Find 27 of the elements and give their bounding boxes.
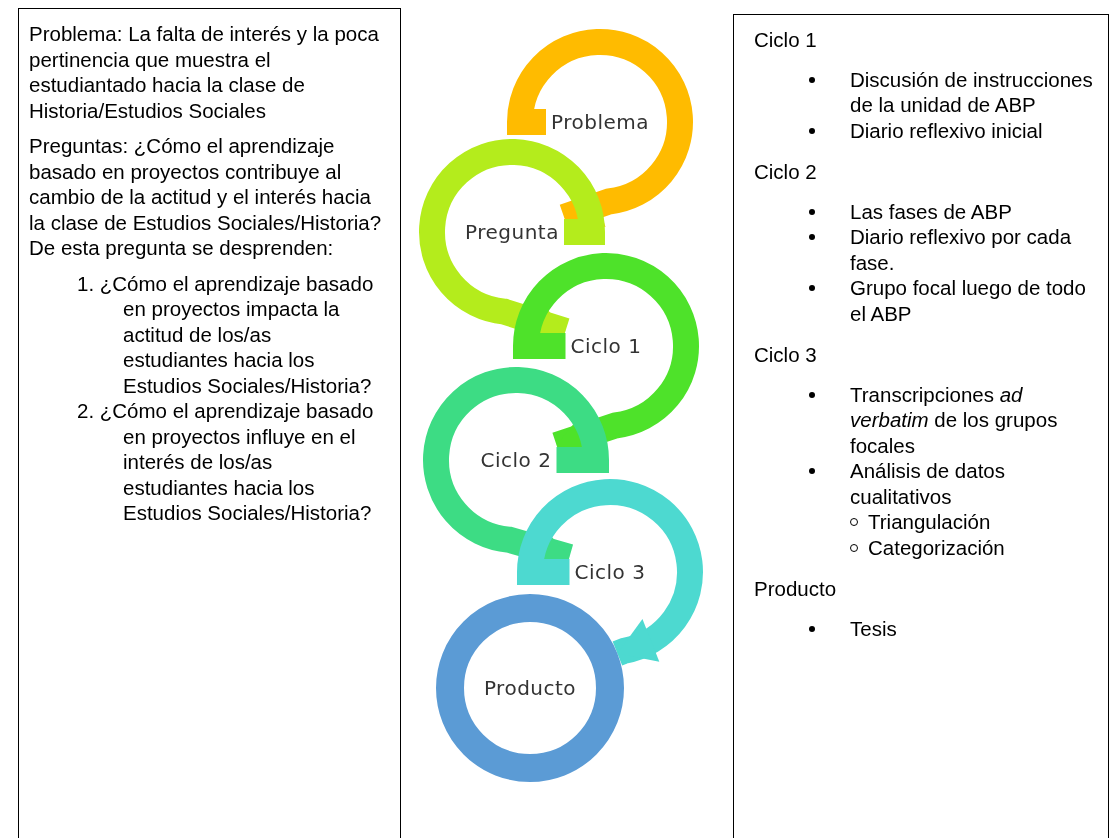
numbered-item: 2. ¿Cómo el aprendizaje basado en proyectos influye en el interés de los/as estudiantes hacia los Estudios Sociales/Historia? <box>76 398 375 526</box>
section-heading: Ciclo 2 <box>754 159 818 185</box>
list-item: Diario reflexivo inicial <box>850 117 1043 143</box>
numbered-item: 1. ¿Cómo el aprendizaje basado en proyectos impacta la actitud de los/as estudiantes hacia los Estudios Sociales/Historia? <box>76 270 375 398</box>
list-item: Triangulación <box>868 509 991 535</box>
stage-label: Ciclo 1 <box>565 331 647 361</box>
list-item: Tesis <box>850 615 897 641</box>
stage-label: Ciclo 2 <box>475 445 557 475</box>
paragraph: Preguntas: ¿Cómo el aprendizaje basado en proyectos contribuye al cambio de la actitud y el interés hacia la clase de Estudios Sociales/Historia? De esta pregunta se desprenden: <box>29 133 383 261</box>
stage-label: Problema <box>546 107 654 137</box>
list-item: Categorización <box>868 534 1005 560</box>
section-heading: Producto <box>754 576 838 602</box>
list-item: Discusión de instrucciones de la unidad de ABP <box>850 66 1094 118</box>
section-heading: Ciclo 1 <box>754 27 818 53</box>
curved-arrow <box>517 479 703 666</box>
list-item: Transcripciones ad verbatim de los grupos focales <box>850 381 1059 458</box>
text-panel <box>18 8 401 838</box>
list-item: Diario reflexivo por cada fase. <box>850 224 1073 275</box>
list-item: Grupo focal luego de todo el ABP <box>850 275 1087 326</box>
paragraph: Problema: La falta de interés y la poca pertinencia que muestra el estudiantado hacia la clase de Historia/Estudios Sociales <box>29 21 380 123</box>
list-item: Análisis de datos cualitativos <box>850 458 1006 509</box>
ring-node: Producto <box>436 594 624 782</box>
list-item: Las fases de ABP <box>850 198 1012 224</box>
section-heading: Ciclo 3 <box>754 342 818 368</box>
stage-label: Pregunta <box>460 217 564 247</box>
stage-label: Ciclo 3 <box>569 557 651 587</box>
text-panel <box>733 14 1109 838</box>
